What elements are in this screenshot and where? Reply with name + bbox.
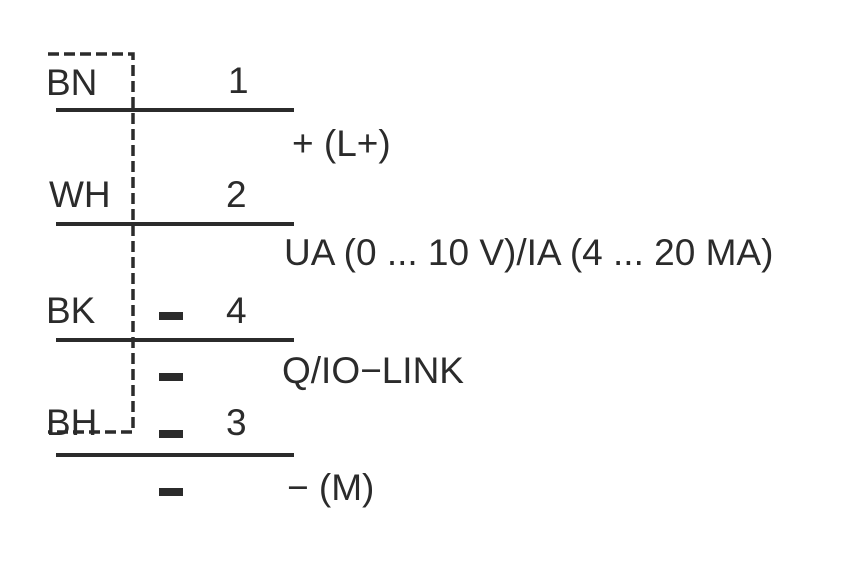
signal-label: Q/IO−LINK bbox=[282, 350, 464, 391]
cable-outline bbox=[48, 52, 135, 434]
wire-color-label: WH bbox=[49, 174, 111, 215]
tick-mark bbox=[159, 312, 183, 320]
wire-color-label: BK bbox=[46, 290, 96, 331]
tick-mark bbox=[159, 373, 183, 381]
signal-label: − (M) bbox=[287, 467, 374, 508]
pin-number: 1 bbox=[228, 60, 249, 101]
tick-mark bbox=[159, 430, 183, 438]
signal-label: UA (0 ... 10 V)/IA (4 ... 20 MA) bbox=[284, 232, 773, 273]
wire-color-label: BN bbox=[46, 62, 97, 103]
pin-number: 3 bbox=[226, 402, 247, 443]
pin-number: 2 bbox=[226, 174, 247, 215]
pin-number: 4 bbox=[226, 290, 247, 331]
wire-color-label: BH bbox=[46, 402, 97, 443]
signal-label: + (L+) bbox=[292, 123, 391, 164]
tick-mark bbox=[159, 488, 183, 496]
